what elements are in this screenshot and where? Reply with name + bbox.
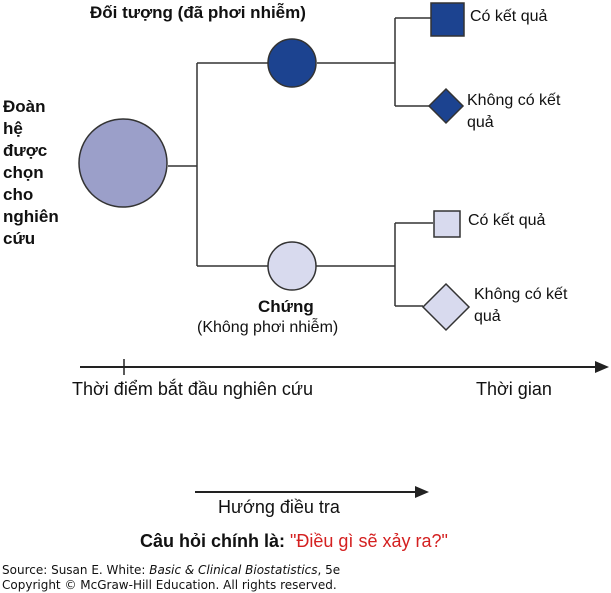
- cohort-label-line: chọn: [3, 163, 44, 182]
- cohort-label-line: cứu: [3, 229, 36, 248]
- cohort-label-line: được: [3, 141, 48, 160]
- connector-lines: [168, 17, 433, 307]
- cohort-label: Đoàn hệ được chọn cho nghiên cứu: [3, 96, 75, 250]
- exposed-outcome-no-line: Không có kết: [467, 92, 561, 109]
- key-question-text: "Điều gì sẽ xảy ra?": [290, 531, 448, 551]
- direction-arrowhead: [415, 486, 429, 498]
- source-line: Source: Susan E. White: Basic & Clinical…: [2, 563, 340, 578]
- cohort-label-line: Đoàn: [3, 97, 46, 116]
- exposed-outcome-no-label: Không có kết quả: [467, 90, 560, 134]
- cohort-label-line: cho: [3, 185, 34, 204]
- timeline-end-label: Thời gian: [476, 379, 552, 399]
- exposed-group-label: Đối tượng (đã phơi nhiễm): [90, 3, 306, 22]
- key-question-prefix: Câu hỏi chính là:: [140, 531, 291, 551]
- key-question: Câu hỏi chính là: "Điều gì sẽ xảy ra?": [140, 531, 448, 552]
- timeline-start-label: Thời điểm bắt đầu nghiên cứu: [72, 379, 313, 399]
- exposed-outcome-yes-label: Có kết quả: [470, 8, 548, 25]
- control-outcome-yes-label: Có kết quả: [468, 212, 546, 229]
- exposed-outcome-yes-square: [430, 2, 465, 37]
- control-outcome-no-line: quả: [474, 308, 501, 325]
- exposed-outcome-no-line: quả: [467, 114, 494, 131]
- source-citation: Source: Susan E. White: Basic & Clinical…: [2, 563, 340, 593]
- control-outcome-no-line: Không có kết: [474, 286, 568, 303]
- control-outcome-yes-square: [433, 210, 461, 238]
- direction-label: Hướng điều tra: [218, 497, 340, 517]
- cohort-circle: [78, 118, 168, 208]
- cohort-label-line: nghiên: [3, 207, 59, 226]
- copyright-line: Copyright © McGraw-Hill Education. All r…: [2, 578, 337, 592]
- exposed-outcome-no-diamond: [427, 87, 465, 125]
- control-outcome-no-diamond: [421, 282, 471, 332]
- source-book-title: Basic & Clinical Biostatistics: [149, 563, 318, 577]
- control-group-title: Chứng: [258, 297, 314, 316]
- cohort-label-line: hệ: [3, 119, 23, 138]
- timeline-arrowhead: [595, 361, 609, 373]
- source-edition: , 5e: [317, 563, 341, 577]
- control-group-subtitle: (Không phơi nhiễm): [197, 319, 339, 336]
- source-prefix: Source: Susan E. White:: [2, 563, 150, 577]
- exposed-circle: [267, 38, 317, 88]
- control-circle: [267, 241, 317, 291]
- control-outcome-no-label: Không có kết quả: [474, 284, 567, 328]
